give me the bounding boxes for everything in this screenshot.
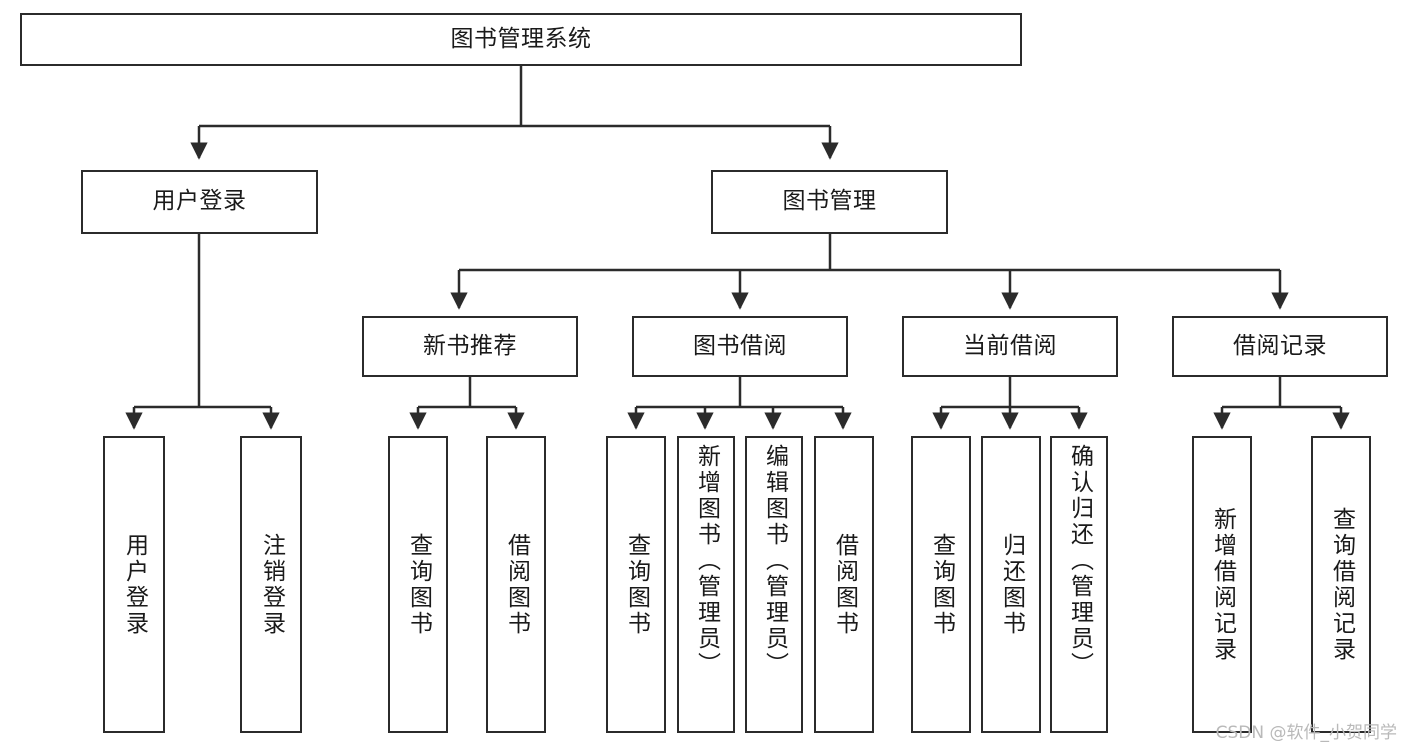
node-label: 图书借阅	[693, 332, 787, 359]
node-label: 当前借阅	[963, 332, 1057, 359]
leaf-edit-book-admin[interactable]: 编辑图书（管理员）	[745, 436, 803, 733]
leaf-borrow-books-recommend[interactable]: 借阅图书	[486, 436, 546, 733]
leaf-return-books[interactable]: 归还图书	[981, 436, 1041, 733]
node-label: 用户登录	[121, 532, 148, 637]
leaf-add-borrow-record[interactable]: 新增借阅记录	[1192, 436, 1252, 733]
node-label: 借阅记录	[1233, 332, 1327, 359]
leaf-borrow-books[interactable]: 借阅图书	[814, 436, 874, 733]
watermark-text: CSDN @软件_小贺同学	[1215, 723, 1397, 743]
node-label: 编辑图书（管理员）	[761, 444, 788, 678]
node-borrow-record[interactable]: 借阅记录	[1172, 316, 1388, 377]
node-label: 查询图书	[623, 532, 650, 637]
node-label: 借阅图书	[831, 532, 858, 637]
node-label: 新增借阅记录	[1209, 506, 1236, 663]
leaf-query-books-current[interactable]: 查询图书	[911, 436, 971, 733]
leaf-confirm-return-admin[interactable]: 确认归还（管理员）	[1050, 436, 1108, 733]
node-new-book-recommend[interactable]: 新书推荐	[362, 316, 578, 377]
node-label: 用户登录	[152, 188, 247, 215]
node-label: 借阅图书	[503, 532, 530, 637]
leaf-query-books-borrow[interactable]: 查询图书	[606, 436, 666, 733]
leaf-query-books-recommend[interactable]: 查询图书	[388, 436, 448, 733]
node-label: 归还图书	[998, 532, 1025, 637]
node-label: 查询图书	[928, 532, 955, 637]
node-book-management[interactable]: 图书管理	[711, 170, 948, 234]
node-root-book-management-system[interactable]: 图书管理系统	[20, 13, 1022, 66]
node-label: 图书管理系统	[450, 25, 592, 52]
leaf-add-book-admin[interactable]: 新增图书（管理员）	[677, 436, 735, 733]
leaf-user-login[interactable]: 用户登录	[103, 436, 165, 733]
node-label: 新书推荐	[423, 332, 517, 359]
leaf-logout[interactable]: 注销登录	[240, 436, 302, 733]
node-label: 注销登录	[258, 532, 285, 637]
node-label: 新增图书（管理员）	[693, 444, 720, 678]
leaf-query-borrow-record[interactable]: 查询借阅记录	[1311, 436, 1371, 733]
node-label: 查询图书	[405, 532, 432, 637]
node-label: 图书管理	[782, 188, 877, 215]
node-user-login[interactable]: 用户登录	[81, 170, 318, 234]
node-current-borrow[interactable]: 当前借阅	[902, 316, 1118, 377]
node-label: 确认归还（管理员）	[1066, 444, 1093, 678]
node-label: 查询借阅记录	[1328, 506, 1355, 663]
node-book-borrow[interactable]: 图书借阅	[632, 316, 848, 377]
